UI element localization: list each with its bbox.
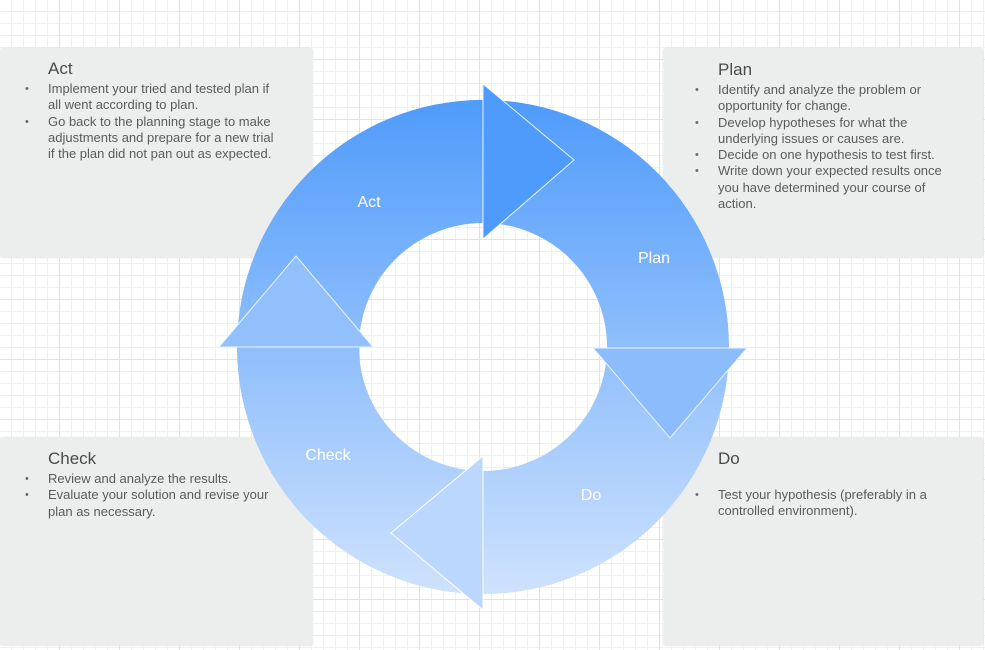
segment-label-do: Do xyxy=(581,487,602,504)
segment-label-act: Act xyxy=(357,194,381,211)
check-card-list: Review and analyze the results. Evaluate… xyxy=(25,471,278,520)
act-card-item: Go back to the planning stage to make ad… xyxy=(25,114,278,163)
plan-card-item: Develop hypotheses for what the underlyi… xyxy=(695,115,948,148)
check-card-item: Review and analyze the results. xyxy=(25,471,278,488)
arrowhead-act xyxy=(217,255,375,348)
cycle-ring xyxy=(236,99,730,595)
segment-label-plan: Plan xyxy=(638,250,670,267)
act-card: Act Implement your tried and tested plan… xyxy=(0,48,313,258)
plan-card-item: Write down your expected results once yo… xyxy=(695,163,948,212)
do-card-item: Test your hypothesis (preferably in a co… xyxy=(695,487,958,520)
arrowhead-plan xyxy=(482,82,575,241)
plan-card: Plan Identify and analyze the problem or… xyxy=(663,48,983,258)
act-card-item: Implement your tried and tested plan if … xyxy=(25,81,278,114)
do-card: Do Test your hypothesis (preferably in a… xyxy=(663,437,983,646)
plan-card-item: Identify and analyze the problem or oppo… xyxy=(695,82,948,115)
segment-label-check: Check xyxy=(305,447,351,464)
check-card-item: Evaluate your solution and revise your p… xyxy=(25,487,278,520)
arrowhead-do xyxy=(591,347,749,439)
plan-card-list: Identify and analyze the problem or oppo… xyxy=(695,82,948,212)
plan-card-item: Decide on one hypothesis to test first. xyxy=(695,147,948,164)
check-card-title: Check xyxy=(48,449,97,468)
act-card-list: Implement your tried and tested plan if … xyxy=(25,81,278,163)
do-card-list: Test your hypothesis (preferably in a co… xyxy=(695,487,958,520)
act-card-title: Act xyxy=(48,59,73,78)
plan-card-title: Plan xyxy=(718,60,753,79)
check-card: Check Review and analyze the results. Ev… xyxy=(0,437,313,646)
do-card-title: Do xyxy=(718,449,740,468)
arrowhead-check xyxy=(390,454,484,612)
